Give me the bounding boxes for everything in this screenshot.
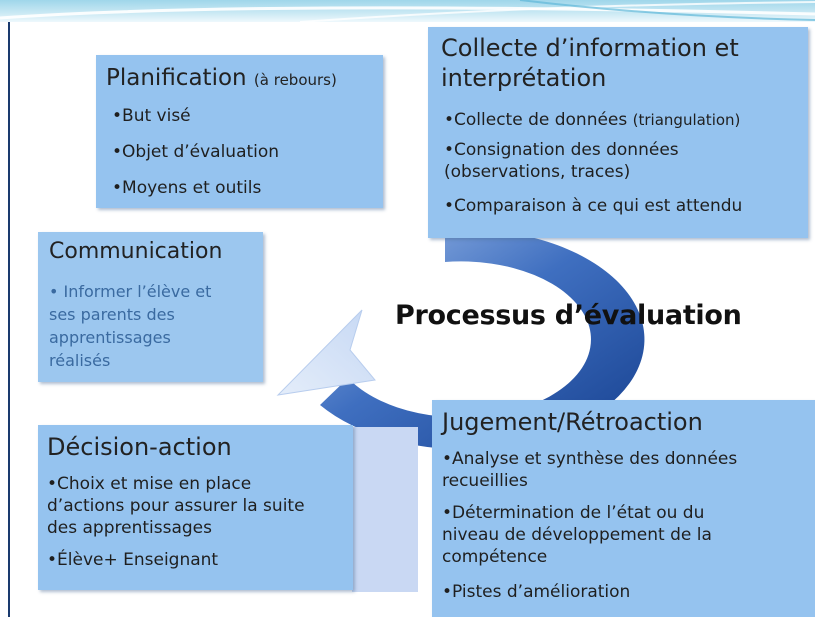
collecte-bullet: •Consignation des données(observations, … [441,139,808,183]
collecte-heading: Collecte d’information et interprétation [441,33,808,93]
planification-bullet: •But visé [112,106,191,126]
collecte-bullet: •Comparaison à ce qui est attendu [444,196,743,216]
shadow-panel [352,427,418,592]
top-decorative-band [0,0,815,22]
jugement-bullet: •Pistes d’amélioration [442,582,631,602]
planification-bullet: •Moyens et outils [112,178,262,198]
jugement-line: •Détermination de l’état ou du [442,503,705,523]
collecte-heading-line2: interprétation [441,64,607,92]
collecte-heading-line1: Collecte d’information et [441,34,739,62]
jugement-line: recueillies [442,471,528,491]
left-border-line [8,22,10,617]
decision-line: d’actions pour assurer la suite [47,496,305,516]
decision-heading: Décision-action [47,433,232,461]
collecte-box: Collecte d’information et interprétation… [428,27,808,238]
process-title: Processus d’évaluation [395,300,742,331]
communication-line: • Informer l’élève et [49,282,212,301]
communication-box: Communication • Informer l’élève et ses … [38,232,263,382]
communication-line: apprentissages [49,328,171,347]
collecte-bullet2-line2: (observations, traces) [444,162,631,182]
communication-bullet: • Informer l’élève et ses parents des ap… [49,280,263,372]
jugement-bullet: •Détermination de l’état ou du niveau de… [442,502,815,568]
planification-heading: Planification (à rebours) [106,63,383,95]
communication-line: réalisés [49,351,111,370]
decision-action-box: Décision-action •Choix et mise en place … [38,425,353,590]
communication-heading: Communication [49,239,223,264]
planification-bullet: •Objet d’évaluation [112,142,280,162]
jugement-bullet: •Analyse et synthèse des données recueil… [442,448,815,492]
collecte-bullet1-note: (triangulation) [632,111,741,129]
jugement-line: niveau de développement de la [442,525,712,545]
planification-heading-note: (à rebours) [253,71,337,89]
planification-heading-text: Planification [106,65,247,91]
decision-line: •Choix et mise en place [47,474,252,494]
arrowhead [276,309,376,396]
jugement-retroaction-box: Jugement/Rétroaction •Analyse et synthès… [432,400,815,617]
planification-box: Planification (à rebours) •But visé •Obj… [96,55,383,208]
jugement-line: •Analyse et synthèse des données [442,449,738,469]
collecte-bullet2-line1: •Consignation des données [444,140,679,160]
decision-line: des apprentissages [47,518,212,538]
jugement-heading: Jugement/Rétroaction [442,408,703,436]
communication-line: ses parents des [49,305,175,324]
arrow-ring [320,229,645,450]
decision-bullet: •Élève+ Enseignant [47,550,219,570]
jugement-line: compétence [442,547,548,567]
collecte-bullet: •Collecte de données (triangulation) [441,109,808,131]
wave-decoration [0,0,815,22]
decision-bullet: •Choix et mise en place d’actions pour a… [47,473,353,539]
collecte-bullet1-text: •Collecte de données [444,110,633,130]
